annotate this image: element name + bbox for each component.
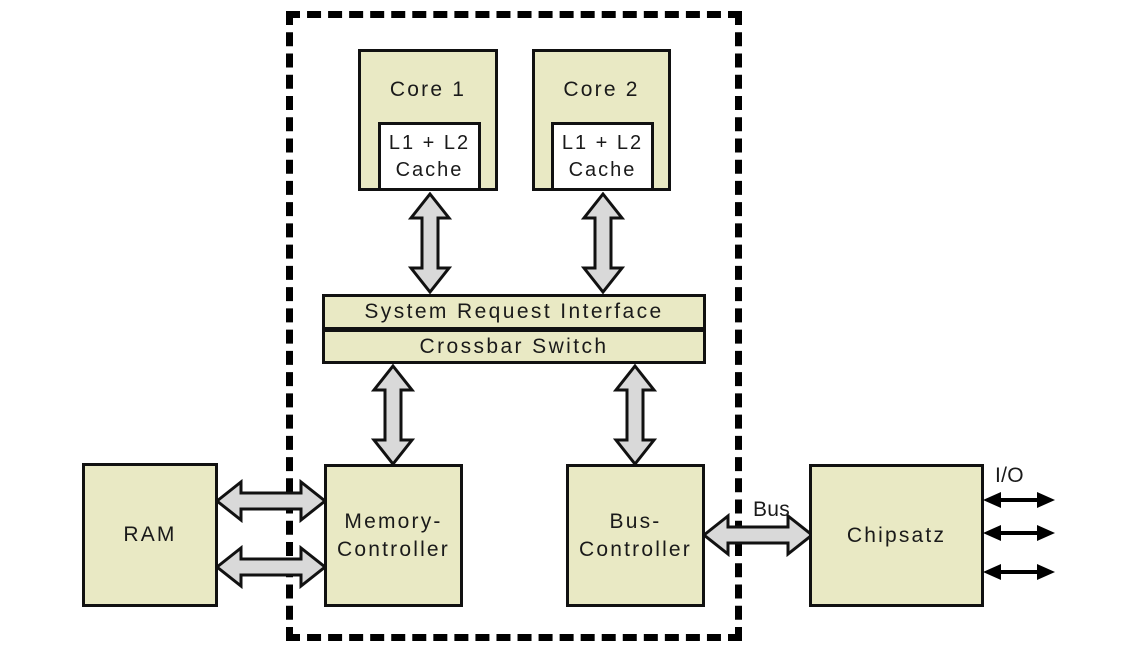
arrow-ram-to-memory-controller-upper [215, 479, 327, 523]
io-arrow-3 [981, 560, 1057, 584]
memory-controller-label: Memory- Controller [336, 509, 451, 561]
bus-controller-box[interactable]: Bus- Controller [566, 464, 705, 607]
chipset-box[interactable]: Chipsatz [809, 464, 984, 607]
cpu-die-boundary [286, 11, 742, 641]
core-2-label: Core 2 [563, 78, 640, 101]
io-arrow-1 [981, 488, 1057, 512]
memory-controller-box[interactable]: Memory- Controller [324, 464, 463, 607]
chipset-label: Chipsatz [846, 523, 947, 547]
arrow-ram-to-memory-controller-lower [215, 545, 327, 589]
core-2-cache-label: L1 + L2 Cache [561, 131, 644, 181]
core-1-label: Core 1 [389, 78, 467, 101]
bus-controller-label: Bus- Controller [578, 509, 693, 561]
core-2-cache-box[interactable]: L1 + L2 Cache [551, 122, 654, 191]
crossbar-switch-label: Crossbar Switch [419, 334, 609, 358]
arrow-core1-to-sri [408, 192, 452, 294]
ram-label: RAM [123, 523, 177, 547]
core-1-cache-label: L1 + L2 Cache [388, 131, 471, 181]
io-label: I/O [995, 464, 1024, 487]
ram-box[interactable]: RAM [82, 463, 218, 607]
arrow-crossbar-to-memory-controller [371, 364, 415, 466]
arrow-crossbar-to-bus-controller [613, 364, 657, 466]
io-arrow-2 [981, 521, 1057, 545]
core-1-cache-box[interactable]: L1 + L2 Cache [378, 122, 481, 191]
arrow-core2-to-sri [581, 192, 625, 294]
system-request-interface-label: System Request Interface [364, 300, 664, 323]
system-request-interface-bar[interactable]: System Request Interface [322, 294, 706, 330]
crossbar-switch-bar[interactable]: Crossbar Switch [322, 329, 706, 364]
bus-label: Bus [753, 498, 791, 521]
